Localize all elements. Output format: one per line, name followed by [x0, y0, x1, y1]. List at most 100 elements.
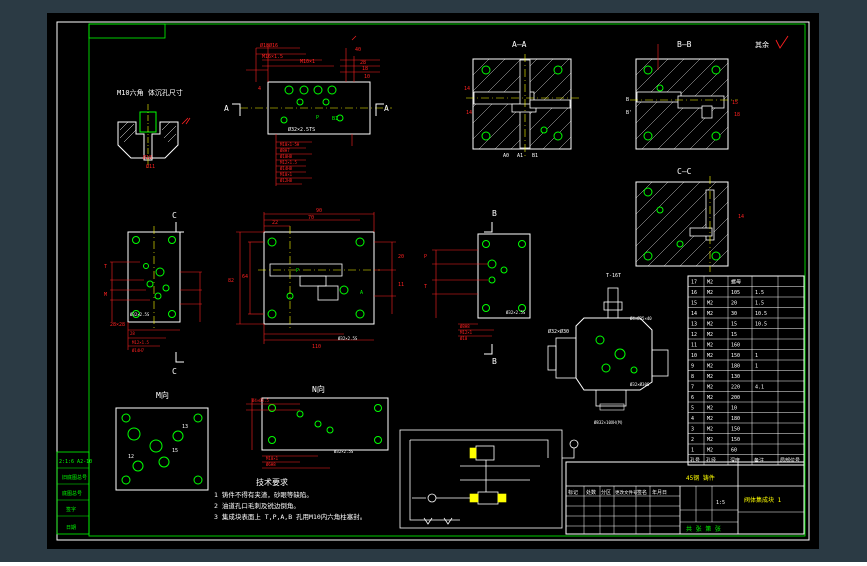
top-left-label-box — [88, 23, 166, 39]
svg-text:Ø10: Ø10 — [460, 336, 468, 341]
svg-text:Ø32×2.5S: Ø32×2.5S — [338, 336, 358, 341]
section-aa: A—A A0 A1 B1 14 14 — [464, 40, 580, 159]
parts-table-cell: 150 — [731, 427, 740, 433]
parts-table-cell: 15 — [691, 301, 697, 307]
parts-table-cell: 60 — [731, 448, 737, 454]
parts-table-cell: 13 — [691, 322, 697, 328]
m10-note: M10六角 体沉孔尺寸 — [117, 88, 183, 97]
cut-A-left: A — [224, 104, 229, 113]
cut-B-bottom: B — [492, 357, 497, 366]
svg-text:40: 40 — [355, 47, 361, 53]
svg-text:M12×1.5: M12×1.5 — [132, 340, 149, 345]
svg-text:Ø832×10XH(M): Ø832×10XH(M) — [594, 420, 623, 425]
tech-note-3: 3 集成块表面上 T,P,A,B 孔用M10内六角柱塞封。 — [214, 512, 366, 521]
scale-text: 1:5 — [716, 500, 725, 506]
svg-text:Ø4×Ø35×40: Ø4×Ø35×40 — [630, 316, 652, 321]
parts-table-cell: 10.5 — [755, 322, 767, 328]
svg-text:Ø32×2.5S: Ø32×2.5S — [130, 312, 150, 317]
svg-text:13: 13 — [182, 424, 188, 430]
svg-text:12: 12 — [128, 454, 134, 460]
parts-table-cell: 4 — [691, 416, 694, 422]
parts-table-cell: M2 — [707, 311, 713, 317]
parts-table-cell: 130 — [731, 374, 740, 380]
tb-header-0: 标记 — [568, 489, 578, 496]
parts-table-cell: M2 — [707, 374, 713, 380]
svg-text:Ø14H7: Ø14H7 — [132, 348, 145, 353]
sheet-count: 共 张 第 张 — [686, 525, 721, 533]
parts-table-cell: 1 — [755, 364, 758, 370]
parts-table-cell: M2 — [707, 290, 713, 296]
svg-text:22: 22 — [272, 220, 278, 226]
parts-table-cell: M2 — [707, 353, 713, 359]
parts-table-cell: 160 — [731, 343, 740, 349]
view-m-label: M向 — [156, 390, 169, 400]
cut-C-top: C — [172, 211, 177, 220]
parts-table-cell: 12 — [691, 332, 697, 338]
parts-table-cell: 1 — [755, 353, 758, 359]
parts-table-cell: 220 — [731, 385, 740, 391]
hydraulic-schematic — [399, 429, 579, 529]
parts-table-cell: 10 — [691, 353, 697, 359]
svg-text:A: A — [360, 290, 363, 296]
svg-text:T-16T: T-16T — [606, 273, 621, 279]
tb-header-2: 分区 — [601, 489, 611, 496]
parts-table-header: 深度 — [730, 457, 740, 464]
parts-table-cell: 9 — [691, 364, 694, 370]
parts-table-cell: 6 — [691, 395, 694, 401]
parts-table-cell: 150 — [731, 437, 740, 443]
parts-table-cell: 14 — [691, 311, 697, 317]
iso-view: T-16T Ø4×Ø35×40 Ø32×Ø30 Ø32×Ø30S Ø832×10… — [547, 273, 669, 425]
parts-table-cell: 螺母 — [731, 279, 741, 286]
svg-text:64: 64 — [242, 274, 248, 280]
tech-note-2: 2 油道孔口毛刺及锐边倒角。 — [214, 501, 300, 510]
svg-text:Ø32×2.5TS: Ø32×2.5TS — [288, 126, 315, 133]
svg-text:Ø4×Ø3.5: Ø4×Ø3.5 — [252, 398, 269, 403]
svg-text:28: 28 — [130, 331, 135, 336]
m10-dim: Ø18 — [143, 154, 152, 161]
svg-text:82: 82 — [228, 278, 234, 284]
svg-text:A1: A1 — [517, 153, 523, 159]
roughness-icon — [775, 35, 789, 49]
svg-text:Ø12H8: Ø12H8 — [280, 178, 293, 183]
view-m: M向 15 13 12 — [115, 390, 209, 491]
svg-text:M16×1.5: M16×1.5 — [262, 54, 283, 60]
parts-table-cell: M2 — [707, 332, 713, 338]
rough-note: 其余 — [755, 40, 769, 49]
left-strip: 2:1:6 A2-10 旧底图总号 底图总号 签字 日期 — [56, 451, 92, 535]
svg-text:B: B — [626, 97, 629, 103]
parts-table-cell: M2 — [707, 385, 713, 391]
svg-text:11: 11 — [398, 282, 404, 288]
svg-text:B1: B1 — [332, 116, 338, 122]
svg-text:M10×1: M10×1 — [280, 172, 293, 177]
parts-table-cell: 105 — [731, 290, 740, 296]
strip-text-4: 日期 — [66, 525, 76, 531]
top-main-view: A A P B1 Ø32×2.5TS Ø18Ø16 M16×1.5 M10×1 — [224, 35, 392, 186]
cut-C-bottom: C — [172, 367, 177, 376]
tb-header-1: 处数 — [586, 489, 596, 496]
parts-table-cell: 15 — [731, 322, 737, 328]
svg-text:14: 14 — [738, 214, 744, 220]
sheet-inner-border — [88, 23, 806, 537]
parts-table-cell: 17 — [691, 280, 697, 286]
svg-text:Ø32×Ø30: Ø32×Ø30 — [548, 328, 569, 335]
section-bb: B—B B B' 15 18 其余 — [626, 35, 789, 150]
parts-table-header: 孔径 — [706, 457, 716, 464]
tech-notes-title: 技术要求 — [256, 477, 288, 487]
drawing-name: 阀体集成块 1 — [744, 496, 782, 504]
parts-table-cell: M2 — [707, 416, 713, 422]
parts-table-header: 备注 — [754, 457, 764, 464]
parts-table-cell: M2 — [707, 280, 713, 286]
svg-text:18: 18 — [734, 112, 740, 118]
tb-header-4: 签名 — [637, 489, 647, 496]
svg-text:Ø6H8: Ø6H8 — [266, 462, 276, 467]
svg-text:P: P — [296, 268, 299, 274]
svg-text:18: 18 — [362, 66, 368, 72]
strip-text-0: 2:1:6 A2-10 — [59, 459, 92, 465]
view-n-label: N向 — [312, 384, 325, 394]
parts-table-header: 孔号 — [690, 457, 700, 464]
sheet-border — [56, 21, 810, 541]
parts-table-cell: M2 — [707, 364, 713, 370]
svg-text:14: 14 — [466, 110, 472, 116]
